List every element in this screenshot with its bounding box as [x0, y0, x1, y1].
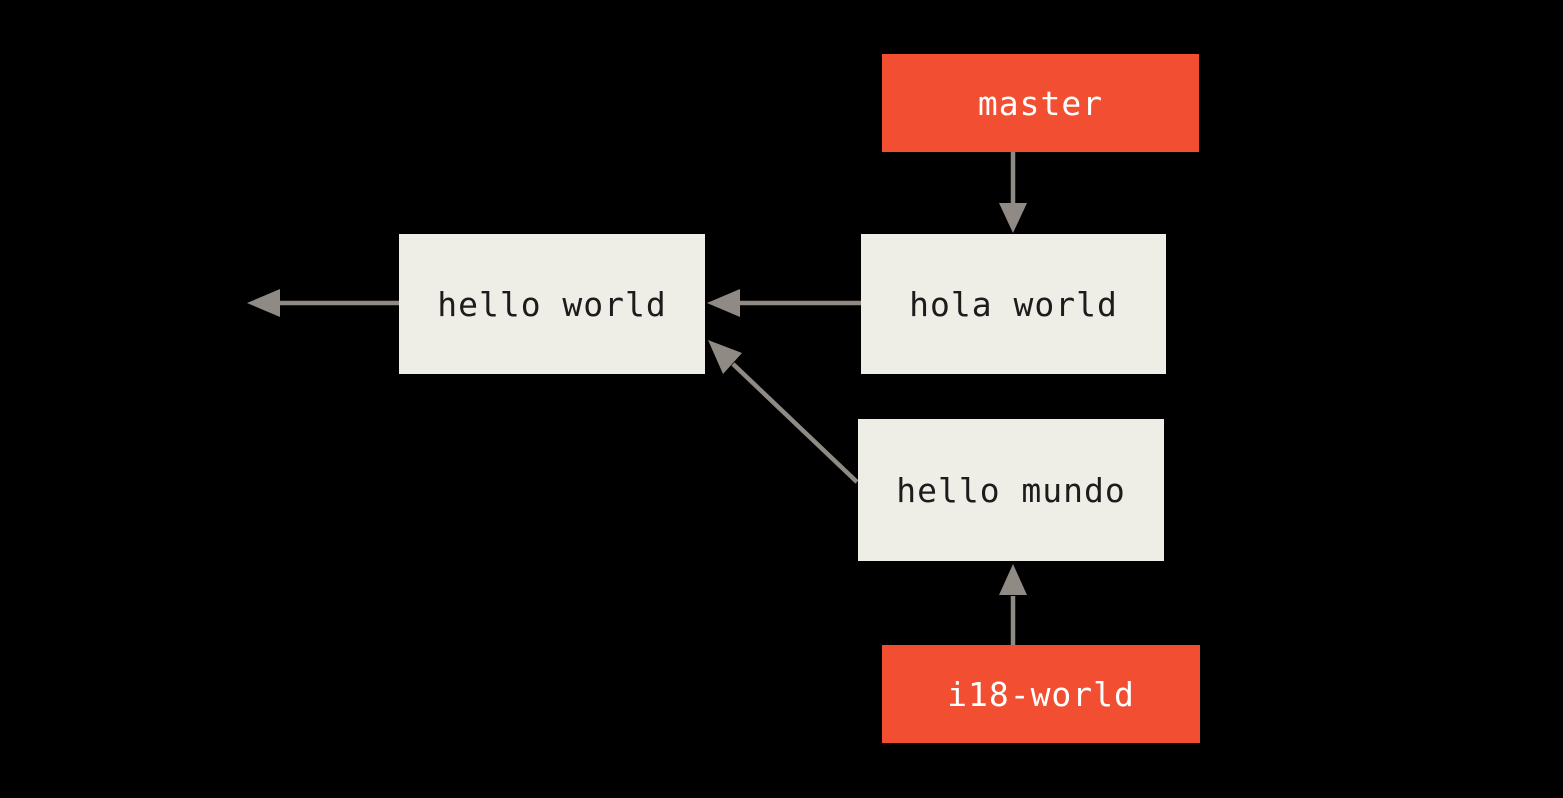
- arrow-master-to-hola-world: [999, 152, 1027, 233]
- branch-label-i18-world: i18-world: [882, 645, 1200, 743]
- arrow-hello-world-to-history: [247, 289, 399, 317]
- commit-message-hello-mundo: hello mundo: [896, 470, 1126, 510]
- branch-label-master-text: master: [977, 83, 1104, 123]
- branch-label-master: master: [882, 54, 1199, 152]
- branch-label-i18-world-text: i18-world: [947, 674, 1135, 714]
- commit-message-hello-world: hello world: [437, 284, 667, 324]
- commit-node-hello-world: hello world: [399, 234, 705, 374]
- commit-node-hola-world: hola world: [861, 234, 1166, 374]
- commit-message-hola-world: hola world: [909, 284, 1118, 324]
- arrow-i18-world-to-hello-mundo: [999, 564, 1027, 645]
- commit-node-hello-mundo: hello mundo: [858, 419, 1164, 561]
- arrow-hola-world-to-hello-world: [707, 289, 861, 317]
- arrow-hello-mundo-to-hello-world: [708, 340, 859, 484]
